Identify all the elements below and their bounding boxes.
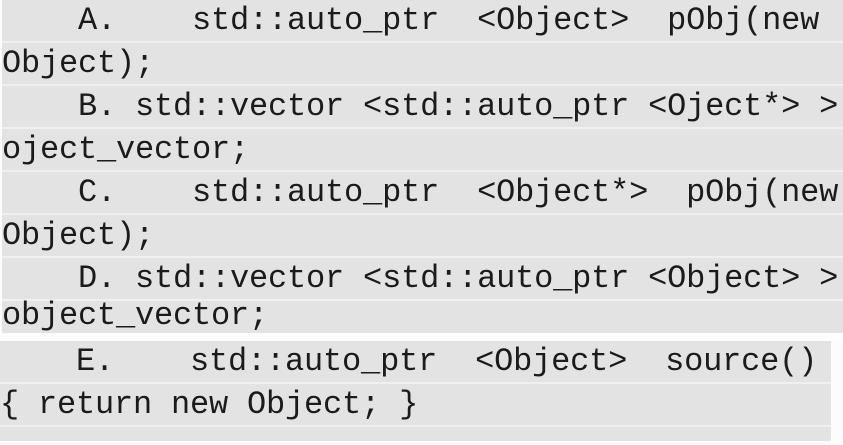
paragraph-gap: [0, 333, 843, 341]
code-line-option-a: A. std::auto_ptr <Object> pObj(new: [2, 0, 843, 43]
code-line-option-c-continued: Object);: [2, 215, 843, 258]
code-line-option-d: D. std::vector <std::auto_ptr <Object> >: [2, 258, 843, 301]
options-a-to-d-block: A. std::auto_ptr <Object> pObj(new Objec…: [2, 0, 843, 333]
code-line-option-c: C. std::auto_ptr <Object*> pObj(new: [2, 172, 843, 215]
code-line-option-a-continued: Object);: [2, 43, 843, 86]
option-e-block: E. std::auto_ptr <Object> source() { ret…: [0, 341, 831, 441]
empty-highlight-band: [0, 427, 831, 441]
code-line-option-e: E. std::auto_ptr <Object> source(): [0, 341, 831, 384]
code-line-option-b-continued: oject_vector;: [2, 129, 843, 172]
code-line-option-e-continued: { return new Object; }: [0, 384, 831, 427]
code-line-option-d-continued: object_vector;: [2, 300, 843, 333]
code-line-option-b: B. std::vector <std::auto_ptr <Oject*> >: [2, 86, 843, 129]
